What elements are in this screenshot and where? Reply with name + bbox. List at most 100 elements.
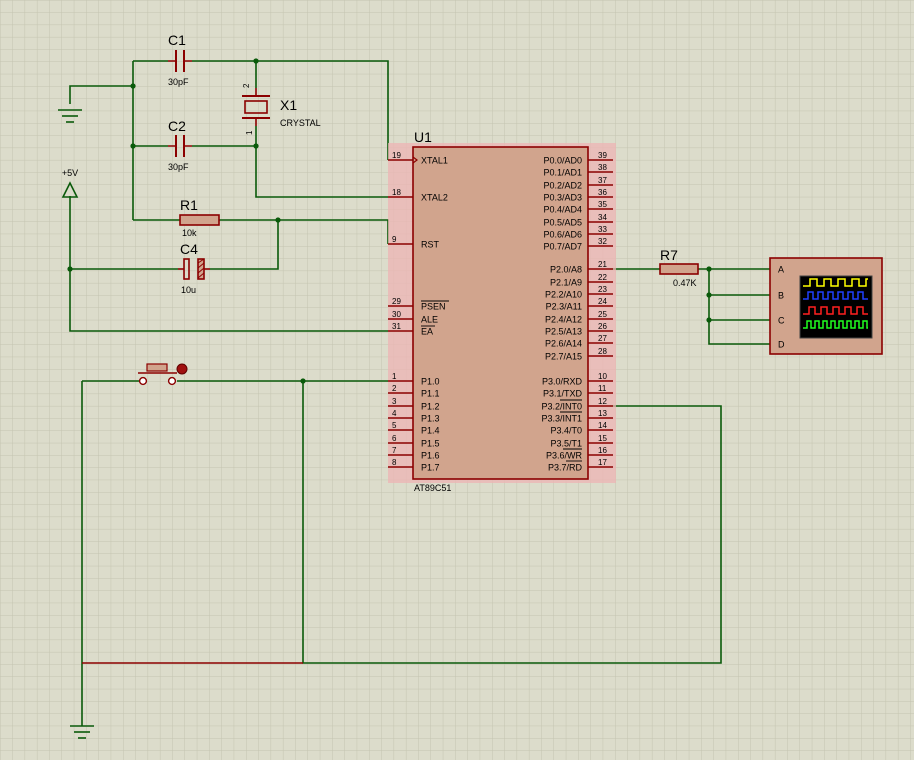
scope-channel-labels: A B C D bbox=[778, 265, 785, 350]
pin-name: P2.2/A10 bbox=[545, 290, 582, 300]
chip-body bbox=[412, 146, 589, 480]
pin-number: 28 bbox=[598, 347, 607, 356]
pin-name: P2.3/A11 bbox=[546, 302, 582, 312]
pin-name: P1.7 bbox=[421, 463, 440, 473]
right-pin-stubs bbox=[588, 159, 613, 468]
pin-number: 8 bbox=[392, 458, 397, 467]
pin-number: 37 bbox=[598, 176, 607, 185]
power-label: +5V bbox=[62, 168, 78, 178]
c1-value: 30pF bbox=[168, 77, 189, 87]
x1-value: CRYSTAL bbox=[280, 118, 321, 128]
pin-name: XTAL2 bbox=[421, 193, 448, 203]
pin-name: XTAL1 bbox=[421, 156, 448, 166]
pin-number: 2 bbox=[392, 384, 397, 393]
scope-trace bbox=[803, 306, 868, 315]
pin-number: 25 bbox=[598, 310, 607, 319]
scope-channel-label: C bbox=[778, 316, 785, 326]
r1-value: 10k bbox=[182, 228, 197, 238]
pin-number: 10 bbox=[598, 372, 607, 381]
push-button[interactable] bbox=[138, 363, 188, 386]
pin-number: 24 bbox=[598, 297, 607, 306]
pin-number: 13 bbox=[598, 409, 607, 418]
pin-name: P3.4/T0 bbox=[550, 426, 582, 436]
pin-number: 36 bbox=[598, 188, 607, 197]
x1-ref: X1 bbox=[280, 97, 297, 113]
scope-channel-label: D bbox=[778, 340, 785, 350]
pin-number: 26 bbox=[598, 322, 607, 331]
scope-trace bbox=[803, 291, 868, 300]
capacitor-c4[interactable]: C4 10u bbox=[178, 241, 210, 295]
pin-number: 38 bbox=[598, 163, 607, 172]
pin-number: 22 bbox=[598, 273, 607, 282]
pin-number: 5 bbox=[392, 421, 397, 430]
pin-name: P0.0/AD0 bbox=[543, 156, 582, 166]
right-pin-labels: 39P0.0/AD038P0.1/AD137P0.2/AD236P0.3/AD3… bbox=[541, 151, 607, 473]
pin-name: P0.2/AD2 bbox=[543, 181, 582, 191]
pin-number: 16 bbox=[598, 446, 607, 455]
pin-number: 11 bbox=[598, 384, 607, 393]
pin-name: P3.6/WR bbox=[546, 451, 583, 461]
pin-name: P3.3/INT1 bbox=[541, 414, 582, 424]
pin-name: P0.7/AD7 bbox=[543, 242, 582, 252]
ground-icon[interactable] bbox=[70, 725, 94, 739]
resistor-r1[interactable]: R1 10k bbox=[179, 197, 220, 238]
resistor-r7[interactable]: R7 0.47K bbox=[659, 247, 699, 288]
pin-name: EA bbox=[421, 327, 433, 337]
power-terminal[interactable]: +5V bbox=[61, 168, 79, 198]
pin-name: P0.3/AD3 bbox=[543, 193, 582, 203]
scope-channel-label: B bbox=[778, 291, 784, 301]
capacitor-c2[interactable]: C2 30pF bbox=[168, 118, 192, 172]
pin-name: P1.2 bbox=[421, 402, 440, 412]
pin-number: 1 bbox=[392, 372, 397, 381]
chip-ref: U1 bbox=[414, 129, 432, 145]
capacitor-c1[interactable]: C1 30pF bbox=[168, 32, 192, 87]
pin-number: 12 bbox=[598, 397, 607, 406]
pin-number: 29 bbox=[392, 297, 401, 306]
scope-trace bbox=[803, 320, 868, 329]
ground-icon[interactable] bbox=[58, 109, 82, 123]
x1-pin-1: 1 bbox=[245, 130, 254, 135]
scope-trace bbox=[803, 278, 868, 287]
pin-name: P0.4/AD4 bbox=[543, 205, 582, 215]
chip-part: AT89C51 bbox=[414, 483, 451, 493]
scope-channel-label: A bbox=[778, 265, 784, 275]
pin-name: RST bbox=[421, 240, 440, 250]
pin-name: P1.5 bbox=[421, 439, 440, 449]
pin-number: 19 bbox=[392, 151, 401, 160]
pin-number: 6 bbox=[392, 434, 397, 443]
left-pin-stubs bbox=[388, 159, 413, 468]
pin-name: P0.5/AD5 bbox=[543, 218, 582, 228]
pin-name: P3.5/T1 bbox=[550, 439, 582, 449]
pin-number: 32 bbox=[598, 237, 607, 246]
pin-name: P2.0/A8 bbox=[550, 265, 582, 275]
pin-number: 9 bbox=[392, 235, 397, 244]
pin-number: 33 bbox=[598, 225, 607, 234]
pin-number: 39 bbox=[598, 151, 607, 160]
pin-number: 23 bbox=[598, 285, 607, 294]
pin-name: P2.5/A13 bbox=[545, 327, 582, 337]
pin-number: 21 bbox=[598, 260, 607, 269]
pin-name: P1.6 bbox=[421, 451, 440, 461]
c1-ref: C1 bbox=[168, 32, 186, 48]
oscilloscope[interactable]: A B C D bbox=[769, 257, 883, 355]
pin-name: P2.7/A15 bbox=[545, 352, 582, 362]
pin-number: 31 bbox=[392, 322, 401, 331]
pin-name: P2.6/A14 bbox=[545, 339, 582, 349]
pin-name: ALE bbox=[421, 315, 438, 325]
junctions bbox=[67, 58, 712, 384]
pin-name: PSEN bbox=[421, 302, 446, 312]
pin-name: P1.4 bbox=[421, 426, 440, 436]
scope-traces bbox=[803, 278, 868, 329]
pin-name: P2.4/A12 bbox=[545, 315, 582, 325]
pin-number: 30 bbox=[392, 310, 401, 319]
crystal-x1[interactable]: 2 1 X1 CRYSTAL bbox=[242, 83, 321, 135]
r7-ref: R7 bbox=[660, 247, 678, 263]
c2-value: 30pF bbox=[168, 162, 189, 172]
pin-number: 18 bbox=[392, 188, 401, 197]
pin-number: 35 bbox=[598, 200, 607, 209]
c2-ref: C2 bbox=[168, 118, 186, 134]
pin-number: 27 bbox=[598, 334, 607, 343]
